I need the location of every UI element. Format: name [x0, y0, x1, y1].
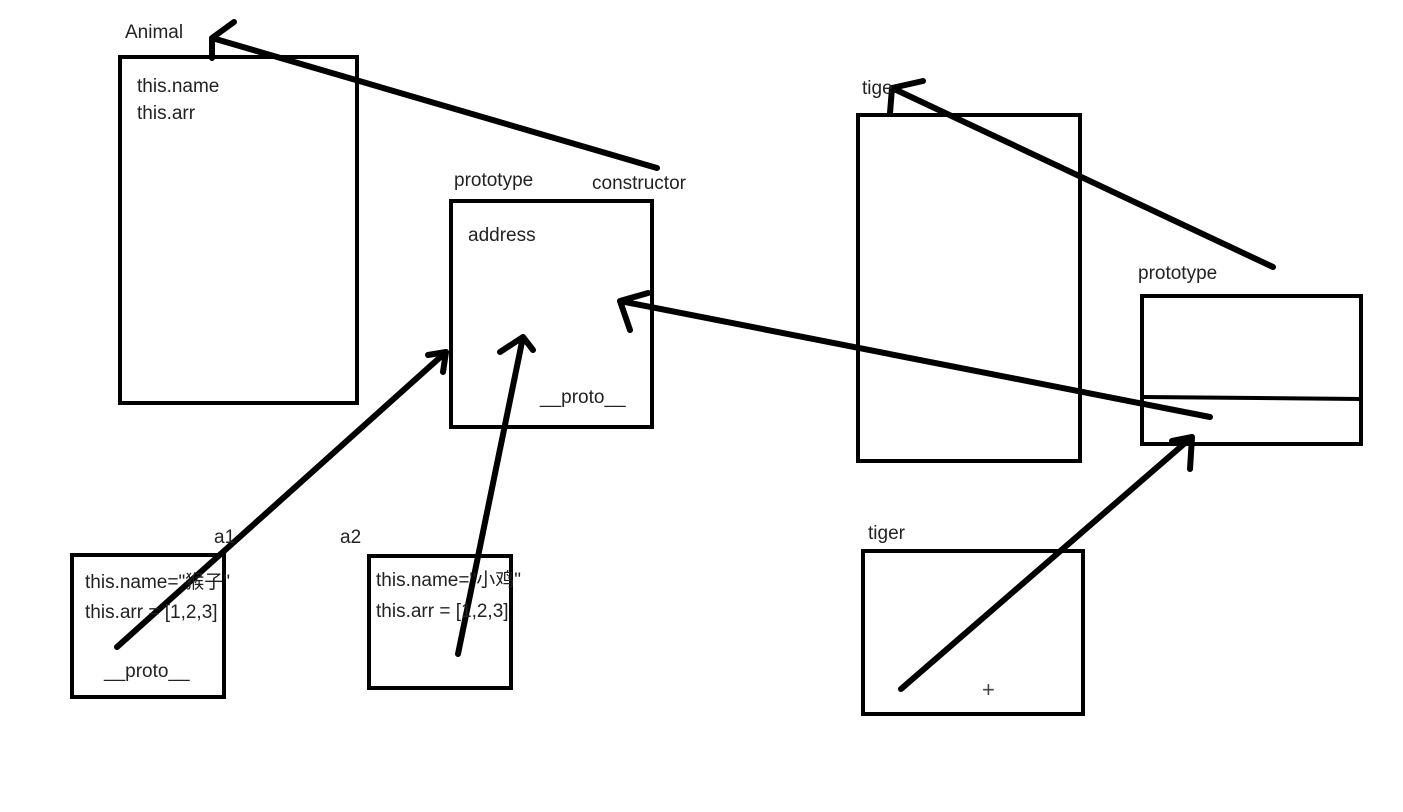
tiger-prototype-proto-arrow — [617, 290, 1213, 420]
a1-line-name: this.name="猴子" — [85, 572, 230, 593]
tiger-constructor-title: tiger — [862, 79, 892, 98]
tiger-prototype-divider — [1141, 395, 1362, 401]
a1-box — [70, 553, 226, 699]
constructor-arrow — [209, 19, 660, 171]
a1-line-arr: this.arr = [1,2,3] — [85, 602, 218, 623]
a2-line-name: this.name="小鸡" — [376, 570, 521, 591]
animal-constructor-box — [118, 55, 359, 405]
animal-prototype-box — [449, 199, 654, 429]
tiger-instance-proto-arrow — [898, 434, 1195, 692]
constructor-label: constructor — [592, 173, 686, 194]
tiger-prototype-box — [1140, 294, 1363, 446]
animal-line-name: this.name — [137, 76, 220, 97]
a2-line-arr: this.arr = [1,2,3] — [376, 601, 509, 622]
a1-proto-label: __proto__ — [104, 661, 190, 682]
tiger-constructor-box — [856, 113, 1082, 463]
prototype-proto-label: __proto__ — [540, 387, 626, 408]
a1-proto-arrow — [114, 349, 449, 650]
tiger-instance-box — [861, 549, 1085, 716]
address-label: address — [468, 225, 536, 246]
crosshair-cursor-icon: + — [982, 677, 995, 702]
animal-prototype-title: prototype — [454, 170, 534, 191]
tiger-constructor-arrow — [887, 78, 1276, 270]
a2-proto-arrow — [455, 334, 536, 657]
tiger-prototype-title: prototype — [1138, 263, 1218, 284]
a1-title: a1 — [214, 527, 236, 548]
a2-box — [367, 554, 513, 690]
animal-title: Animal — [125, 22, 184, 43]
tiger-instance-title: tiger — [868, 523, 905, 544]
a2-title: a2 — [340, 527, 362, 548]
animal-line-arr: this.arr — [137, 103, 196, 124]
